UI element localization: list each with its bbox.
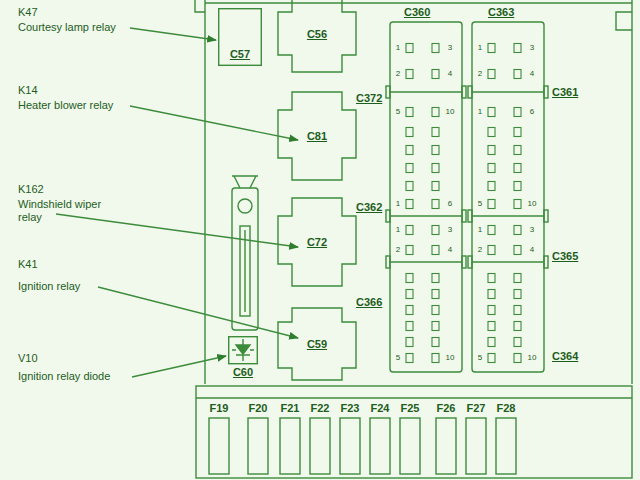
- socket-label: C59: [307, 338, 327, 351]
- pin-number: 4: [448, 246, 452, 254]
- housing: [195, 0, 632, 384]
- pin-number: 6: [530, 108, 534, 116]
- fuse-number: F20: [249, 403, 268, 414]
- connector-label: C366: [356, 296, 382, 309]
- relay-socket: C56: [278, 0, 356, 72]
- connector-label: C365: [552, 250, 578, 263]
- socket-label: C56: [307, 28, 327, 41]
- callout-text: Windshield wiper relay: [18, 198, 118, 224]
- fuse-number: F27: [467, 403, 486, 414]
- diode-socket: C60: [228, 336, 258, 382]
- callout-code: K162: [18, 183, 44, 196]
- fuse-puller: [232, 176, 258, 330]
- callout-code: K41: [18, 258, 38, 271]
- connector-label: C372: [356, 92, 382, 105]
- pin-number: 5: [396, 108, 400, 116]
- pin-number: 3: [448, 226, 452, 234]
- pin-number: 10: [446, 108, 455, 116]
- pin-number: 3: [448, 44, 452, 52]
- connector-label: C360: [404, 6, 430, 19]
- socket-label: C72: [307, 236, 327, 249]
- callout-code: K14: [18, 84, 38, 97]
- pin-number: 10: [528, 200, 537, 208]
- connector-label: C361: [552, 86, 578, 99]
- fuse-panel: [196, 386, 632, 478]
- pin-number: 10: [528, 354, 537, 362]
- pin-number: 3: [530, 226, 534, 234]
- pin-number: 1: [478, 44, 482, 52]
- pin-number: 2: [396, 246, 400, 254]
- pin-number: 5: [478, 354, 482, 362]
- pin-number: 6: [448, 200, 452, 208]
- callout-code: K47: [18, 6, 38, 19]
- pin-number: 2: [478, 246, 482, 254]
- callout-text: Ignition relay diode: [18, 370, 110, 383]
- pin-number: 4: [530, 246, 534, 254]
- callout-text: Heater blower relay: [18, 99, 113, 112]
- socket-label: C81: [307, 130, 327, 143]
- socket-label: C57: [230, 48, 250, 61]
- fuse-number: F25: [401, 403, 420, 414]
- connector-label: C362: [356, 201, 382, 214]
- pin-number: 1: [396, 200, 400, 208]
- fuse-number: F28: [497, 403, 516, 414]
- connector-body: [386, 22, 548, 372]
- pin-number: 1: [478, 226, 482, 234]
- callout-text: Courtesy lamp relay: [18, 21, 116, 34]
- pin-number: 4: [448, 70, 452, 78]
- pin-number: 5: [478, 200, 482, 208]
- fuse-number: F19: [210, 403, 229, 414]
- fuse-number: F26: [437, 403, 456, 414]
- relay-socket: C72: [278, 198, 356, 286]
- fuse-number: F24: [371, 403, 390, 414]
- fuse-number: F21: [281, 403, 300, 414]
- pin-number: 2: [396, 70, 400, 78]
- relay-socket: C59: [278, 308, 356, 380]
- pin-number: 10: [446, 354, 455, 362]
- callout-text: Ignition relay: [18, 280, 80, 293]
- pin-number: 3: [530, 44, 534, 52]
- pin-number: 4: [530, 70, 534, 78]
- relay-socket: C81: [278, 92, 356, 180]
- pin-number: 1: [396, 226, 400, 234]
- fuse-number: F23: [341, 403, 360, 414]
- connector-label: C364: [552, 350, 578, 363]
- fuse-number: F22: [311, 403, 330, 414]
- callout-code: V10: [18, 352, 38, 365]
- pin-number: 1: [396, 44, 400, 52]
- socket-label: C60: [233, 366, 253, 379]
- connector-label: C363: [488, 6, 514, 19]
- pin-number: 1: [478, 108, 482, 116]
- pin-number: 2: [478, 70, 482, 78]
- relay-socket: C57: [218, 8, 262, 66]
- pin-number: 5: [396, 354, 400, 362]
